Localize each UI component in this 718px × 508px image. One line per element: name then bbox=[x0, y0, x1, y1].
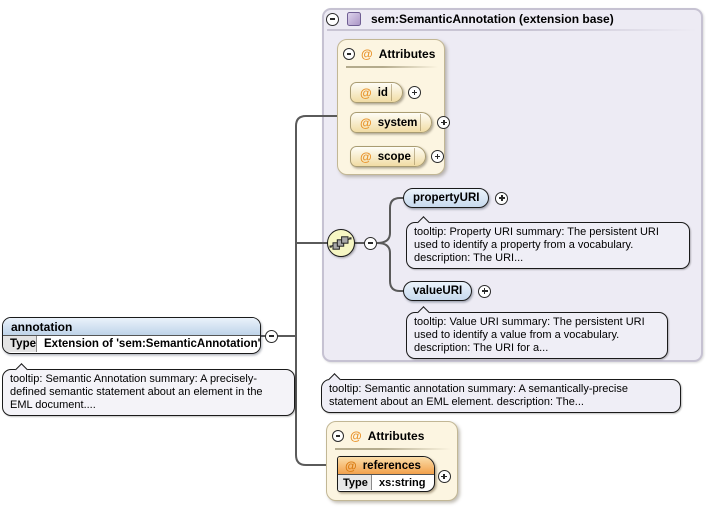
attribute-scope[interactable]: @ scope bbox=[350, 146, 444, 167]
expand-valueURI-button[interactable] bbox=[478, 284, 492, 298]
panel-header-separator bbox=[327, 29, 697, 31]
extension-base-title: sem:SemanticAnnotation (extension base) bbox=[371, 12, 614, 26]
attributes-group-label: Attributes bbox=[378, 47, 436, 61]
collapse-annotation-button[interactable] bbox=[265, 329, 278, 343]
attributes-group-label: Attributes bbox=[367, 429, 425, 443]
element-valueURI[interactable]: valueURI bbox=[403, 281, 492, 301]
collapse-attributes-button[interactable] bbox=[343, 48, 355, 60]
attribute-name: scope bbox=[377, 150, 411, 163]
attribute-at-icon: @ bbox=[360, 149, 372, 164]
collapse-panel-button[interactable] bbox=[326, 12, 339, 26]
element-name: valueURI bbox=[413, 285, 463, 297]
element-propertyURI[interactable]: propertyURI bbox=[403, 188, 509, 208]
attribute-references[interactable]: @ references Type xs:string bbox=[337, 456, 435, 492]
semantic-annotation-tooltip: tooltip: Semantic annotation summary: A … bbox=[321, 372, 681, 413]
type-label: Type bbox=[3, 336, 37, 352]
type-value: Extension of 'sem:SemanticAnnotation' bbox=[37, 336, 260, 352]
type-label: Type bbox=[338, 475, 372, 490]
annotation-type-row: Type Extension of 'sem:SemanticAnnotatio… bbox=[3, 336, 260, 352]
expand-system-button[interactable] bbox=[437, 116, 451, 129]
element-annotation[interactable]: annotation Type Extension of 'sem:Semant… bbox=[2, 317, 261, 354]
attribute-at-icon: @ bbox=[360, 85, 372, 100]
expand-references-button[interactable] bbox=[437, 470, 451, 483]
extension-base-panel-header: sem:SemanticAnnotation (extension base) bbox=[322, 8, 703, 30]
valueURI-tooltip: tooltip: Value URI summary: The persiste… bbox=[406, 305, 668, 359]
collapse-sequence-button[interactable] bbox=[364, 236, 377, 250]
expand-scope-button[interactable] bbox=[430, 150, 444, 163]
attributes-header-separator bbox=[346, 66, 438, 68]
propertyURI-tooltip: tooltip: Property URI summary: The persi… bbox=[406, 215, 690, 269]
attribute-name: system bbox=[377, 116, 418, 129]
sequence-icon[interactable] bbox=[327, 229, 355, 257]
attribute-at-icon: @ bbox=[360, 115, 372, 130]
attribute-id[interactable]: @ id bbox=[350, 82, 421, 103]
attribute-system[interactable]: @ system bbox=[350, 112, 451, 133]
expand-propertyURI-button[interactable] bbox=[495, 191, 509, 205]
annotation-name-row: annotation bbox=[3, 318, 260, 336]
attribute-at-icon: @ bbox=[350, 429, 362, 443]
expand-id-button[interactable] bbox=[407, 86, 421, 99]
attribute-name: references bbox=[362, 459, 421, 472]
complex-type-icon bbox=[347, 12, 361, 26]
attributes-header-separator bbox=[335, 448, 451, 450]
type-value: xs:string bbox=[372, 475, 426, 490]
element-name: propertyURI bbox=[413, 192, 480, 204]
references-name-row: @ references bbox=[338, 457, 434, 475]
attribute-at-icon: @ bbox=[361, 47, 373, 61]
attribute-at-icon: @ bbox=[345, 458, 357, 473]
collapse-local-attributes-button[interactable] bbox=[332, 430, 344, 442]
element-name: annotation bbox=[11, 319, 73, 334]
annotation-tooltip: tooltip: Semantic Annotation summary: A … bbox=[2, 362, 295, 416]
attribute-name: id bbox=[377, 86, 388, 99]
references-type-row: Type xs:string bbox=[338, 475, 434, 490]
